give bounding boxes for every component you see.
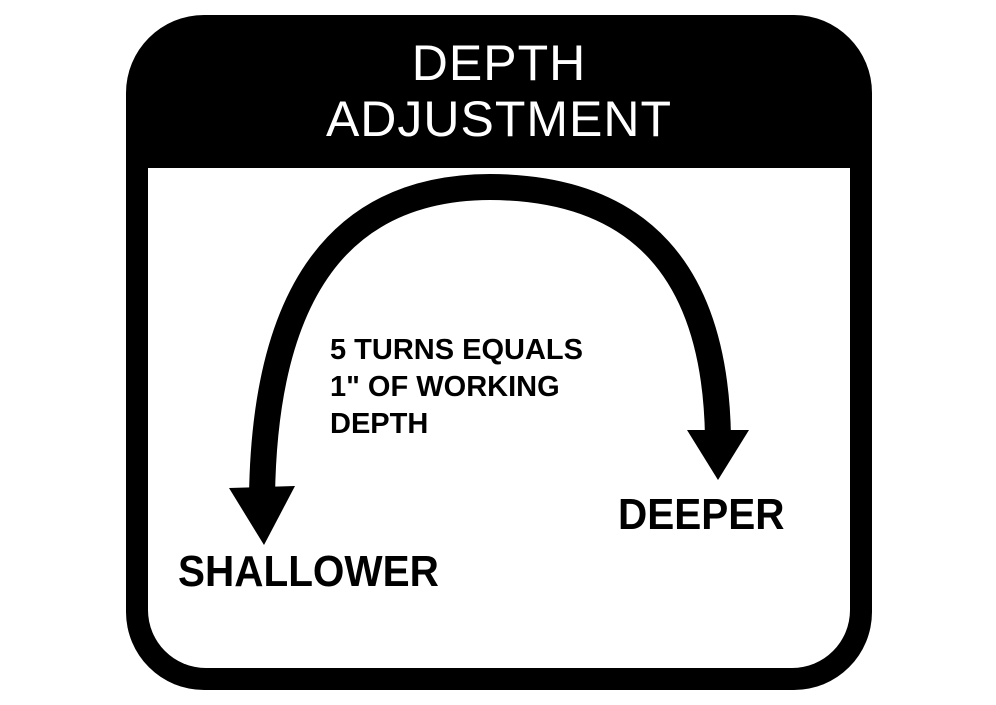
decal-title: DEPTH ADJUSTMENT xyxy=(126,35,872,147)
deeper-arrowhead xyxy=(687,430,749,480)
title-line-1: DEPTH xyxy=(411,35,587,91)
instruction-text: 5 TURNS EQUALS 1" OF WORKING DEPTH xyxy=(330,332,583,443)
shallower-label: SHALLOWER xyxy=(178,547,439,596)
deeper-label: DEEPER xyxy=(618,490,785,539)
instruction-line-2: 1" OF WORKING xyxy=(330,371,560,403)
instruction-line-1: 5 TURNS EQUALS xyxy=(330,334,583,366)
shallower-arrowhead xyxy=(229,486,295,545)
title-line-2: ADJUSTMENT xyxy=(325,91,673,147)
arc-body xyxy=(249,173,731,498)
instruction-line-3: DEPTH xyxy=(330,408,429,440)
